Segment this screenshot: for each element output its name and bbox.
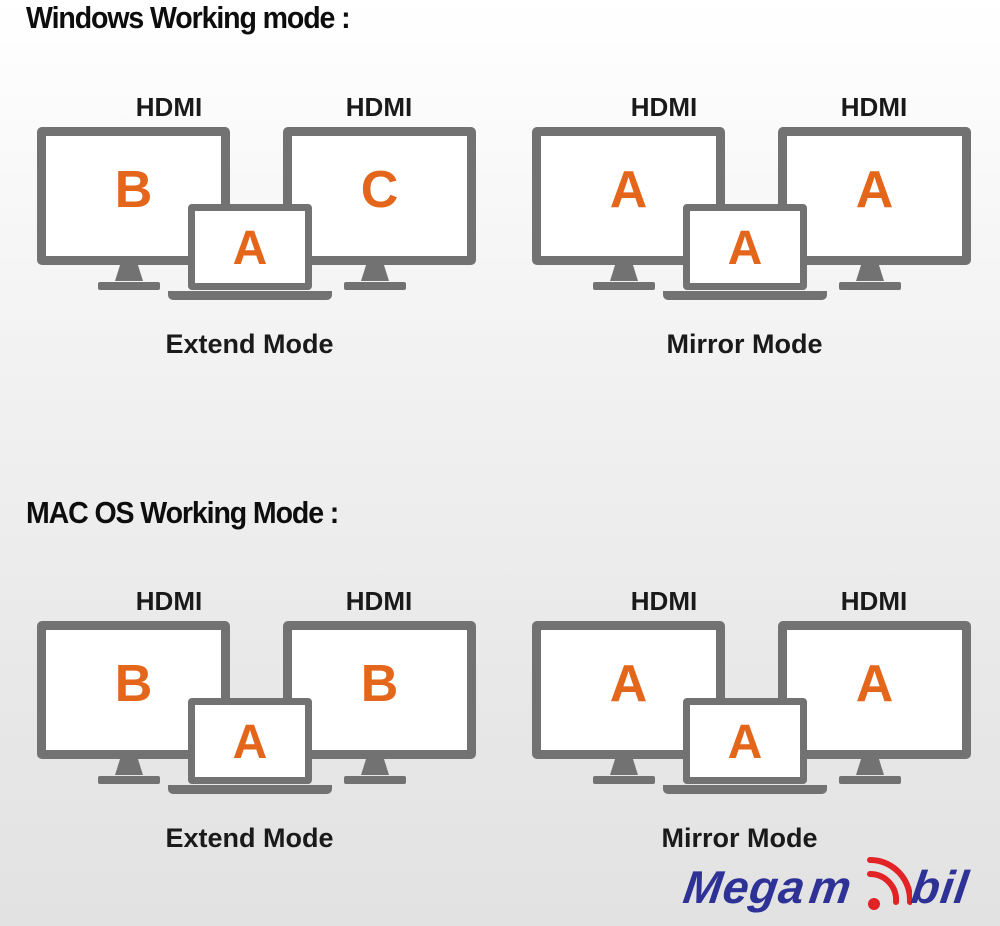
hdmi-label-right: HDMI — [840, 586, 908, 616]
windows-extend-diagram: HDMI HDMI B C A Extend Mode — [37, 92, 477, 382]
logo: Mega m bil — [680, 848, 995, 923]
display-letter-laptop: A — [727, 222, 763, 275]
display-letter-right: A — [855, 655, 894, 713]
mode-label: Extend Mode — [165, 823, 334, 853]
monitor-stand-neck — [610, 265, 638, 281]
monitor-stand-foot — [593, 776, 655, 784]
monitor-stand-neck — [361, 759, 389, 775]
monitor-stand-neck — [856, 759, 884, 775]
laptop-base — [663, 785, 827, 794]
monitor-stand-neck — [361, 265, 389, 281]
hdmi-label-right: HDMI — [840, 92, 908, 122]
hdmi-label-right: HDMI — [345, 92, 413, 122]
laptop-base — [168, 291, 332, 300]
logo-text-m: m — [806, 861, 856, 913]
logo-text-bil: bil — [908, 861, 973, 913]
display-letter-right: B — [360, 655, 399, 713]
display-letter-left: A — [609, 655, 648, 713]
hdmi-label-left: HDMI — [630, 92, 698, 122]
hdmi-label-right: HDMI — [345, 586, 413, 616]
windows-mirror-diagram: HDMI HDMI A A A Mirror Mode — [532, 92, 972, 382]
monitor-stand-neck — [610, 759, 638, 775]
monitor-icon: C — [283, 127, 476, 265]
display-letter-laptop: A — [727, 716, 763, 769]
mode-label: Extend Mode — [165, 329, 334, 359]
monitor-stand-foot — [839, 776, 901, 784]
monitor-icon: A — [778, 621, 971, 759]
display-letter-laptop: A — [232, 716, 268, 769]
display-letter-left: B — [114, 655, 153, 713]
hdmi-label-left: HDMI — [135, 586, 203, 616]
laptop-base — [663, 291, 827, 300]
monitor-stand-foot — [98, 776, 160, 784]
monitor-stand-foot — [98, 282, 160, 290]
monitor-stand-neck — [856, 265, 884, 281]
monitor-icon: B — [37, 127, 230, 265]
section-title-mac-os: MAC OS Working Mode : — [26, 495, 339, 530]
wifi-signal-icon — [867, 856, 912, 910]
display-letter-right: A — [855, 161, 894, 219]
mac-extend-diagram: HDMI HDMI B B A Extend Mode — [37, 586, 477, 876]
laptop-icon: A — [683, 204, 807, 290]
hdmi-label-left: HDMI — [135, 92, 203, 122]
laptop-icon: A — [683, 698, 807, 784]
monitor-stand-foot — [839, 282, 901, 290]
mode-label: Mirror Mode — [661, 823, 818, 853]
logo-text-mega: Mega — [680, 861, 810, 913]
display-letter-laptop: A — [232, 222, 268, 275]
display-letter-left: B — [114, 161, 153, 219]
display-letter-right: C — [360, 161, 399, 219]
monitor-icon: A — [778, 127, 971, 265]
monitor-icon: B — [283, 621, 476, 759]
section-title-windows: Windows Working mode : — [26, 0, 351, 35]
laptop-icon: A — [188, 698, 312, 784]
laptop-base — [168, 785, 332, 794]
monitor-stand-neck — [115, 265, 143, 281]
monitor-stand-neck — [115, 759, 143, 775]
laptop-icon: A — [188, 204, 312, 290]
monitor-stand-foot — [344, 282, 406, 290]
monitor-stand-foot — [593, 282, 655, 290]
monitor-stand-foot — [344, 776, 406, 784]
mac-mirror-diagram: HDMI HDMI A A A Mirror Mode — [532, 586, 972, 876]
hdmi-label-left: HDMI — [630, 586, 698, 616]
display-letter-left: A — [609, 161, 648, 219]
mode-label: Mirror Mode — [666, 329, 823, 359]
